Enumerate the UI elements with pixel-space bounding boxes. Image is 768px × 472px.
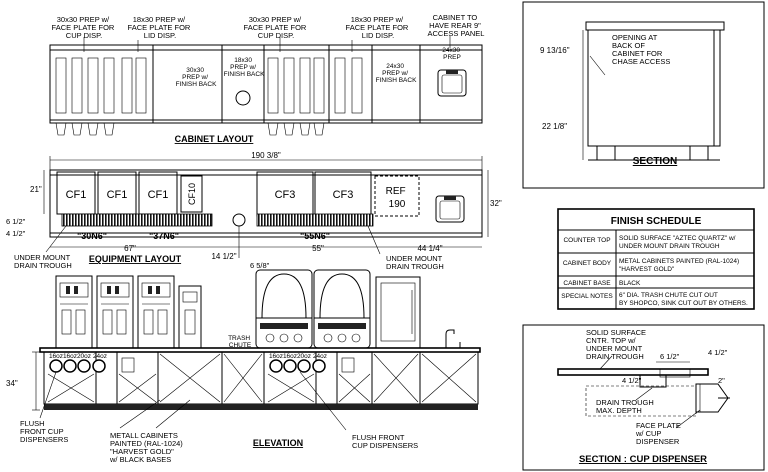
dim-55: 55" [312,244,324,253]
drain-trough [61,213,213,227]
faucet-icon [445,329,455,348]
grate-label: "55N6" [300,231,330,241]
cup-size-label: 20oz [297,353,311,360]
cabinet-note: 30x30 PREP w/ FACE PLATE FOR CUP DISP. [244,15,309,40]
cup-size-label: 16oz [269,353,283,360]
finish-row-label: SPECIAL NOTES [561,293,613,300]
cup-section-note: DRAIN TROUGH MAX. DEPTH [596,398,656,415]
cabinet-inner-label: 18x30 PREP w/ FINISH BACK [224,57,265,78]
grate-label: "37N6" [149,231,179,241]
trash-chute-icon [235,90,251,106]
cabinet-inner-label: 24x30 PREP [442,47,462,61]
section-title: SECTION [633,156,677,167]
finish-row-value: BLACK [619,280,641,287]
finish-row-value: SOLID SURFACE "AZTEC QUARTZ" w/ UNDER MO… [619,235,737,250]
trash-chute-label: TRASH CHUTE [228,335,252,349]
cup-dim: 2" [718,376,725,385]
equipment-unit: CF1 [66,189,87,201]
cup-size-label: 16oz [49,353,63,360]
equipment-unit: CF3 [275,189,296,201]
cabinet-note: 18x30 PREP w/ FACE PLATE FOR LID DISP. [128,15,193,40]
equipment-unit: CF10 [187,183,197,205]
drain-callout: UNDER MOUNT DRAIN TROUGH [386,254,444,271]
finish-row-label: CABINET BODY [563,260,612,267]
elevation-note: FLUSH FRONT CUP DISPENSERS [352,433,418,450]
elevation: 16oz 16oz 20oz 24oz 16oz 16oz 20oz 24oz … [6,269,481,464]
overall-width-dim: 190 3/8" [251,151,281,160]
equipment-unit: CF1 [107,189,128,201]
equipment-layout: 190 3/8" CF1 CF1 CF1 CF10 CF3 CF3 REF 19… [6,151,502,271]
dim-14-1-2: 14 1/2" [211,252,236,261]
dim-44-1-4: 44 1/4" [417,244,442,253]
elevation-note: METALL CABINETS PAINTED (RAL-1024) "HARV… [109,431,185,464]
section-height-lower: 22 1/8" [542,122,567,131]
ref-unit: REF 190 [386,186,409,210]
cup-size-label: 20oz [77,353,91,360]
section-cup-title: SECTION : CUP DISPENSER [579,454,707,465]
grate-offset-dim: 6 1/2" [6,217,26,226]
cabinet-layout: 30x30 PREP w/ FACE PLATE FOR CUP DISP. 1… [49,13,485,144]
cabinet-note: CABINET TO HAVE REAR 9" ACCESS PANEL [428,13,485,38]
section-height-upper: 9 13/16" [540,46,570,55]
cabinet-inner-label: 24x30 PREP w/ FINISH BACK [376,63,417,84]
cup-size-label: 16oz [63,353,77,360]
grate-width-dim: 4 1/2" [6,229,26,238]
section-note: OPENING AT BACK OF CABINET FOR CHASE ACC… [612,33,670,66]
equipment-unit: CF3 [333,189,354,201]
depth-right-dim: 32" [490,199,502,208]
section-view: OPENING AT BACK OF CABINET FOR CHASE ACC… [522,1,765,189]
finish-row-label: COUNTER TOP [563,237,610,244]
cup-size-label: 16oz [283,353,297,360]
equipment-layout-title: EQUIPMENT LAYOUT [89,254,182,264]
cabinet-layout-title: CABINET LAYOUT [175,134,254,144]
cabinet-note: 18x30 PREP w/ FACE PLATE FOR LID DISP. [346,15,411,40]
cabinet-note: 30x30 PREP w/ FACE PLATE FOR CUP DISP. [52,15,117,40]
dim-67: 67" [124,244,136,253]
finish-row-label: CABINET BASE [563,280,611,287]
depth-left-dim: 21" [30,185,42,194]
cup-dim: 6 1/2" [660,352,680,361]
drain-callout: UNDER MOUNT DRAIN TROUGH [14,253,72,270]
cup-section-note: SOLID SURFACE CNTR. TOP w/ UNDER MOUNT D… [586,328,648,361]
section-cup-dispenser: 6 1/2" 4 1/2" 4 1/2" 2" SOLID SURFACE CN… [522,324,765,471]
drain-trough [256,213,374,227]
finish-row-value: METAL CABINETS PAINTED (RAL-1024) "HARVE… [619,258,741,273]
cup-dim: 4 1/2" [708,348,728,357]
finish-row-value: 6" DIA. TRASH CHUTE CUT OUT BY SHOPCO, S… [619,292,748,307]
finish-schedule: FINISH SCHEDULE COUNTER TOP SOLID SURFAC… [557,208,755,310]
elevation-title: ELEVATION [253,438,303,448]
dim-6-5-8: 6 5/8" [250,261,270,270]
grate-label: "30N6" [77,231,107,241]
elevation-height-dim: 34" [6,379,18,388]
cup-section-note: FACE PLATE w/ CUP DISPENSER [635,421,683,446]
trash-chute-icon [232,213,246,227]
elevation-note: FLUSH FRONT CUP DISPENSERS [20,419,68,444]
cup-dim: 4 1/2" [622,376,642,385]
equipment-unit: CF1 [148,189,169,201]
finish-schedule-title: FINISH SCHEDULE [611,216,702,227]
cup-size-label: 24oz [313,353,327,360]
cup-size-label: 24oz [93,353,107,360]
cabinet-inner-label: 30x30 PREP w/ FINISH BACK [176,67,217,88]
